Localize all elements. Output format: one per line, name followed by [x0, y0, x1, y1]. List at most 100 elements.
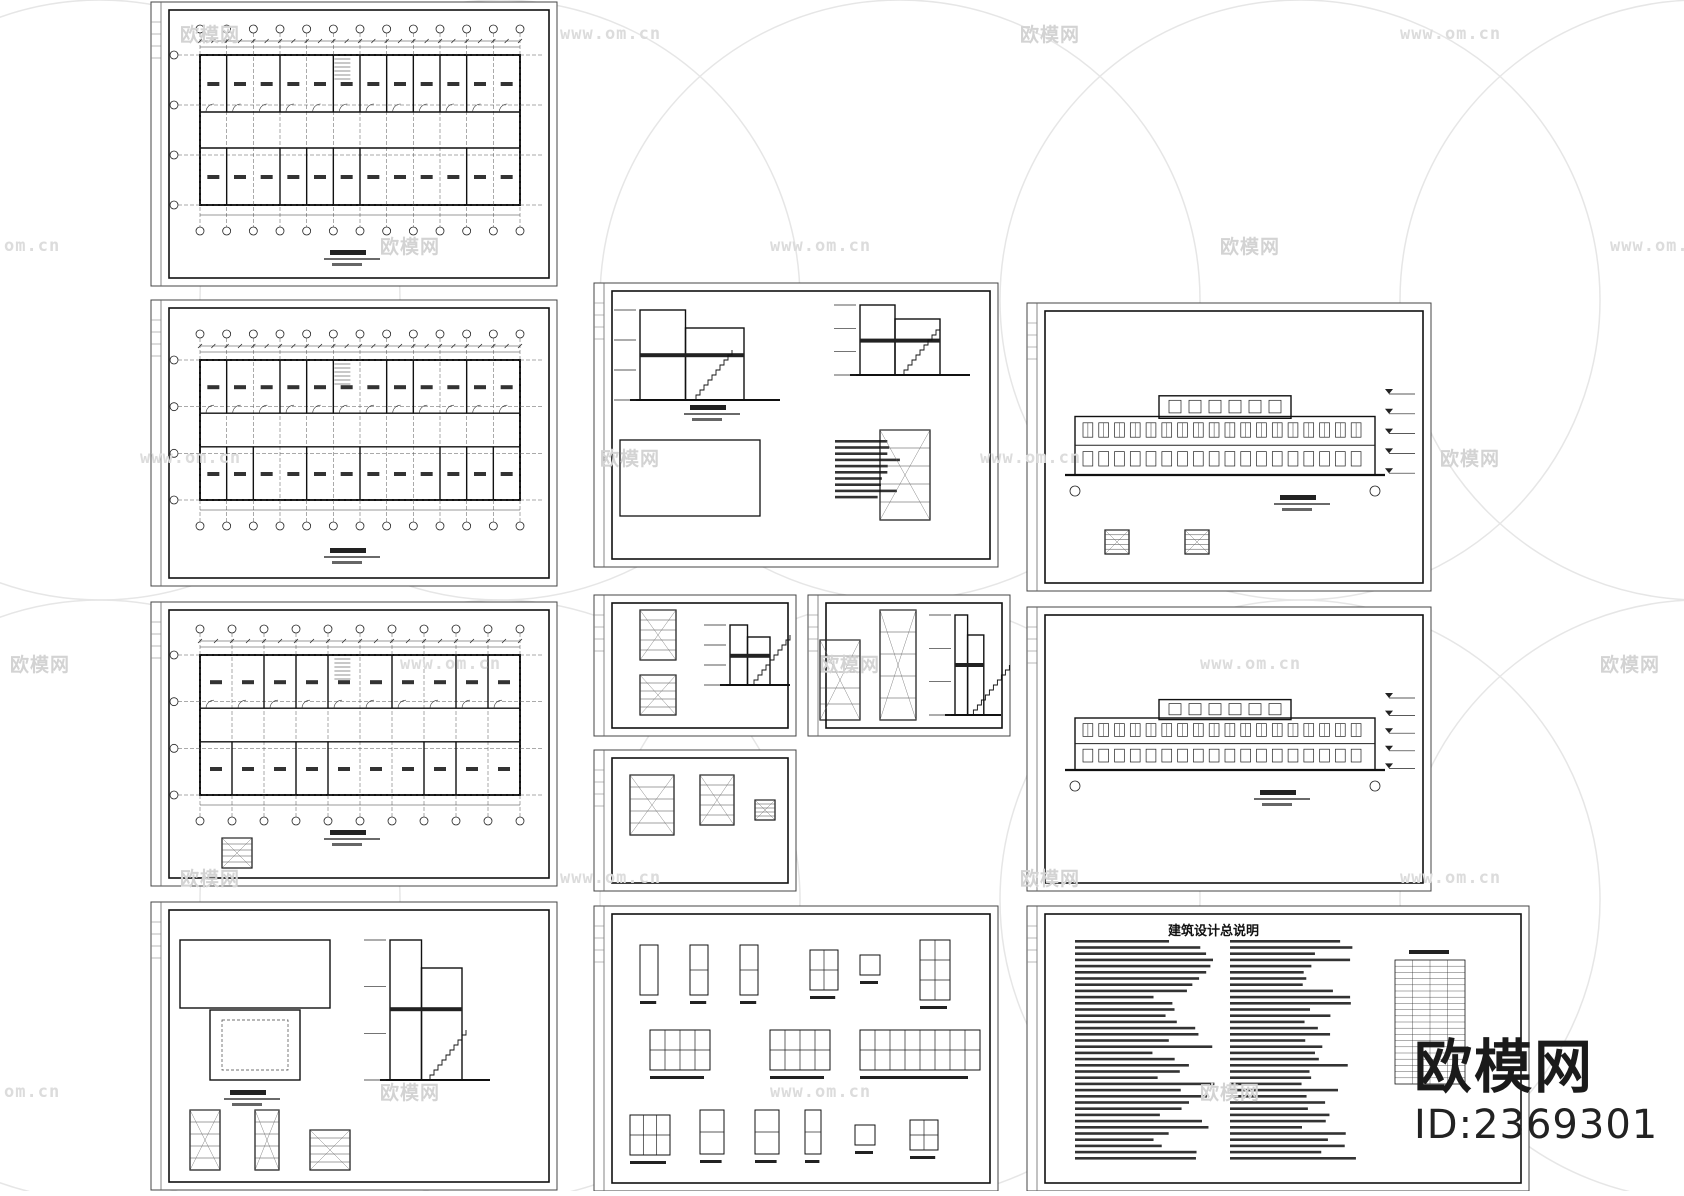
room-label-mark — [260, 385, 273, 390]
room-label-mark — [447, 82, 460, 86]
text-line — [1230, 1020, 1305, 1024]
door-swing — [499, 404, 508, 414]
dim-tick — [251, 38, 256, 44]
room-label-mark — [274, 767, 286, 771]
window-frame — [859, 954, 881, 976]
text-line — [1230, 1039, 1306, 1042]
axis-bubble — [323, 624, 333, 634]
stair-profile — [969, 665, 1010, 716]
door-swing — [333, 699, 343, 709]
door-swing — [461, 699, 471, 709]
text-line — [835, 483, 881, 486]
sheet-design-notes — [1026, 905, 1530, 1192]
dim-tick — [277, 343, 283, 349]
sheet-third-floor-plan — [150, 601, 558, 887]
axis-bubble — [222, 329, 232, 339]
dim-tick — [517, 638, 523, 644]
dim-tick — [291, 38, 296, 44]
dim-tick — [224, 343, 229, 349]
dim-tick — [213, 638, 219, 644]
dim-tick — [397, 38, 403, 44]
axis-bubble — [515, 226, 525, 236]
room-label-mark — [207, 175, 220, 179]
room-label-mark — [260, 472, 273, 476]
dim-tick — [331, 343, 336, 349]
drawing-title-mark — [690, 405, 726, 410]
room-label-mark — [466, 767, 478, 771]
hatch — [639, 609, 677, 661]
window — [1168, 399, 1182, 414]
dim-tick — [451, 343, 456, 349]
axis-bubble — [355, 24, 365, 34]
text-line — [1075, 952, 1207, 955]
room-label-mark — [447, 175, 460, 179]
dim-tick — [264, 38, 269, 44]
axis-bubble — [259, 816, 269, 826]
door-swing — [445, 103, 455, 113]
dim-tick — [197, 638, 203, 644]
axis-bubble — [488, 329, 498, 339]
dim-tick — [237, 343, 243, 349]
window-label-mark — [810, 996, 836, 999]
room-label-mark — [210, 767, 222, 771]
sheet-frame — [825, 602, 1003, 729]
room-label-mark — [338, 767, 350, 771]
roof-outline — [179, 939, 331, 1009]
hatch — [189, 1109, 221, 1171]
dim-tick — [451, 38, 456, 44]
axis-bubble — [1369, 780, 1381, 792]
window — [1193, 451, 1204, 467]
drawing-title-mark — [330, 830, 366, 835]
hatch — [819, 639, 861, 721]
door-swing — [205, 699, 215, 709]
text-line — [1075, 1020, 1177, 1024]
text-line — [1075, 1088, 1181, 1092]
sheet-frame — [168, 909, 550, 1183]
text-line — [1075, 1070, 1180, 1073]
sheet-sections — [593, 282, 999, 568]
axis-bubble — [195, 329, 205, 339]
text-line — [1230, 1157, 1356, 1160]
axis-bubble — [1069, 485, 1081, 497]
hatch — [879, 429, 931, 521]
table-title-mark — [1409, 950, 1449, 954]
dim-tick — [411, 38, 416, 44]
slab — [955, 663, 984, 667]
axis-bubble — [275, 329, 285, 339]
window — [1271, 451, 1283, 467]
sheet-door-window-elevations — [593, 905, 999, 1192]
room-label-mark — [242, 767, 254, 771]
axis-bubble — [462, 226, 472, 236]
axis-bubble — [275, 226, 285, 236]
axis-bubble — [515, 521, 525, 531]
door-swing — [301, 699, 311, 709]
room-label-mark — [402, 767, 414, 771]
dim-tick — [277, 638, 283, 644]
sheet-border — [150, 1, 558, 287]
watermark-arc — [1399, 0, 1684, 601]
slab — [730, 653, 770, 658]
window — [1303, 748, 1315, 763]
axis-bubble — [275, 24, 285, 34]
axis-bubble — [169, 200, 179, 210]
text-line — [1075, 1107, 1182, 1110]
axis-bubble — [302, 226, 312, 236]
axis-bubble — [408, 24, 418, 34]
room-label-mark — [420, 175, 433, 179]
window-label-mark — [920, 1006, 947, 1009]
room-label-mark — [500, 82, 513, 86]
door-swing — [429, 699, 439, 709]
axis-bubble — [169, 402, 179, 412]
room-label-mark — [434, 680, 446, 685]
text-line — [1075, 1033, 1199, 1036]
door-swing — [312, 404, 321, 414]
axis-bubble — [222, 521, 232, 531]
window-frame — [854, 1124, 876, 1146]
sheet-border — [593, 749, 797, 892]
door-swing — [392, 404, 401, 414]
slab — [390, 1007, 462, 1012]
window-label-mark — [770, 1076, 824, 1079]
window — [1188, 399, 1202, 414]
stair-profile — [426, 1030, 467, 1081]
